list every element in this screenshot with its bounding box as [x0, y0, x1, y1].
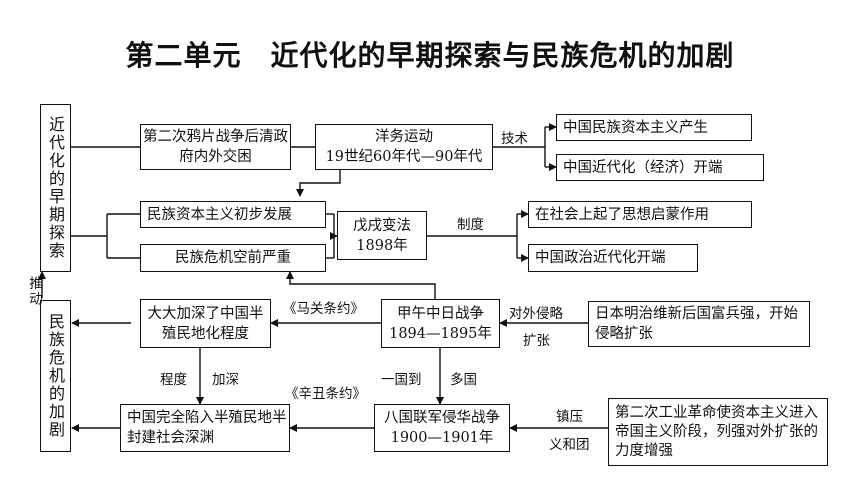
label-treaty-boxer: 《辛丑条约》	[285, 386, 366, 402]
box-sino-japanese-war: 甲午中日战争 1894—1895年	[381, 299, 500, 348]
box-meiji-japan: 日本明治维新后国富兵强，开始侵略扩张	[588, 301, 810, 347]
page-title: 第二单元 近代化的早期探索与民族危机的加剧	[125, 39, 735, 72]
label-system: 制度	[457, 217, 484, 233]
box-semicolonial-complete: 中国完全陷入半殖民地半封建社会深渊	[120, 404, 290, 452]
box-national-crisis-severe: 民族危机空前严重	[140, 244, 326, 272]
label-deepen: 加深	[212, 372, 239, 388]
box-eight-nation-alliance: 八国联军侵华战争 1900—1901年	[374, 404, 510, 452]
label-one-country: 一国到	[381, 372, 422, 388]
box-second-industrial-revolution: 第二次工业革命使资本主义进入帝国主义阶段，列强对外扩张的力度增强	[608, 398, 828, 466]
label-technology: 技术	[501, 131, 528, 147]
box-economic-modernization: 中国近代化（经济）开端	[556, 154, 764, 181]
label-expansion: 扩张	[523, 333, 550, 349]
label-push: 推动	[26, 276, 42, 307]
box-westernization-movement: 洋务运动 19世纪60年代—90年代	[315, 124, 493, 170]
box-post-opium-war: 第二次鸦片战争后清政府内外交困	[140, 124, 291, 170]
label-treaty-shimonoseki: 《马关条约》	[283, 301, 364, 317]
side-box-national-crisis: 民族危机的加剧	[40, 300, 71, 452]
box-capitalism-development: 民族资本主义初步发展	[140, 201, 326, 228]
side-box-early-exploration: 近代化的早期探索	[40, 104, 71, 272]
label-many-countries: 多国	[450, 372, 477, 388]
box-semicolonial-deepened: 大大加深了中国半殖民地化程度	[140, 299, 271, 348]
label-foreign-aggression: 对外侵略	[509, 306, 563, 322]
label-boxers: 义和团	[549, 437, 590, 453]
label-suppress: 镇压	[556, 409, 583, 425]
box-political-modernization: 中国政治近代化开端	[528, 244, 698, 272]
box-capitalism-emerges: 中国民族资本主义产生	[556, 114, 752, 141]
box-hundred-days-reform: 戊戌变法 1898年	[337, 211, 427, 260]
label-degree: 程度	[160, 372, 187, 388]
box-enlightenment: 在社会上起了思想启蒙作用	[528, 201, 752, 228]
